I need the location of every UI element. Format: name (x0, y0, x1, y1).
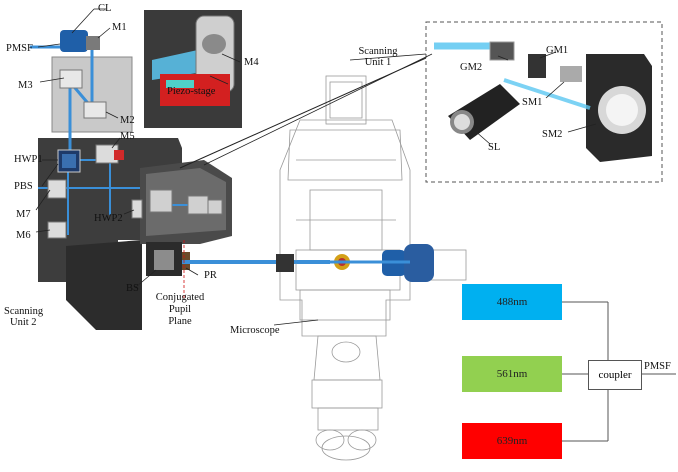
label-scanning-unit-2: Scanning Unit 2 (4, 306, 44, 328)
mirror-m2 (83, 101, 107, 119)
label-sm2: SM2 (542, 129, 563, 140)
label-pr: PR (204, 270, 217, 281)
leader-lines (35, 8, 597, 326)
hwp2 (131, 199, 143, 219)
laser-561: 561nm (462, 356, 562, 392)
label-pmsf-output: PMSF (644, 361, 671, 372)
label-conjugated-pupil-plane: Conjugated Pupil Plane (155, 292, 205, 327)
label-gm1: GM1 (546, 45, 569, 56)
label-gm2: GM2 (460, 62, 483, 73)
mirror-m1 (86, 36, 100, 50)
breadboard (38, 56, 232, 330)
label-m2: M2 (120, 115, 135, 126)
laser-561-label: 561nm (496, 368, 528, 380)
label-pmsf-input: PMSF (6, 43, 33, 54)
m5-red-marker (114, 150, 124, 160)
label-piezo-stage: Piezo-stage (167, 86, 216, 97)
label-bs: BS (126, 283, 139, 294)
label-microscope: Microscope (230, 325, 280, 336)
label-m1: M1 (112, 22, 127, 33)
scan1-mirror-b (187, 195, 209, 215)
label-sl: SL (488, 142, 501, 153)
label-pbs: PBS (14, 181, 33, 192)
microscope-optics (276, 244, 434, 282)
label-cl: CL (98, 3, 112, 14)
fiber-coupler: coupler (588, 360, 642, 390)
coupler-label: coupler (598, 369, 632, 381)
scan1-inset-content (434, 41, 652, 162)
cylindrical-lens-cl (60, 30, 88, 52)
label-m4: M4 (244, 57, 259, 68)
laser-488: 488nm (462, 284, 562, 320)
mirror-m7 (47, 179, 67, 199)
label-sm1: SM1 (522, 97, 543, 108)
label-m7: M7 (16, 209, 31, 220)
label-hwp1: HWP1 (14, 154, 43, 165)
laser-488-label: 488nm (496, 296, 528, 308)
laser-639: 639nm (462, 423, 562, 459)
microscope-body (279, 75, 467, 461)
laser-wiring (562, 301, 676, 442)
label-hwp2: HWP2 (94, 213, 123, 224)
mirror-m3 (59, 69, 83, 89)
label-m3: M3 (18, 80, 33, 91)
scan1-mirror-c (207, 199, 223, 215)
optics-components (47, 30, 223, 239)
laser-639-label: 639nm (496, 435, 528, 447)
piezo-inset (144, 10, 242, 128)
label-m6: M6 (16, 230, 31, 241)
label-m5: M5 (120, 131, 135, 142)
label-scanning-unit-1: Scanning Unit 1 (358, 46, 398, 68)
scan1-mirror-a (149, 189, 173, 213)
hwp1 (62, 154, 76, 168)
mirror-m6 (47, 221, 67, 239)
scan1-inset-border (425, 21, 663, 183)
